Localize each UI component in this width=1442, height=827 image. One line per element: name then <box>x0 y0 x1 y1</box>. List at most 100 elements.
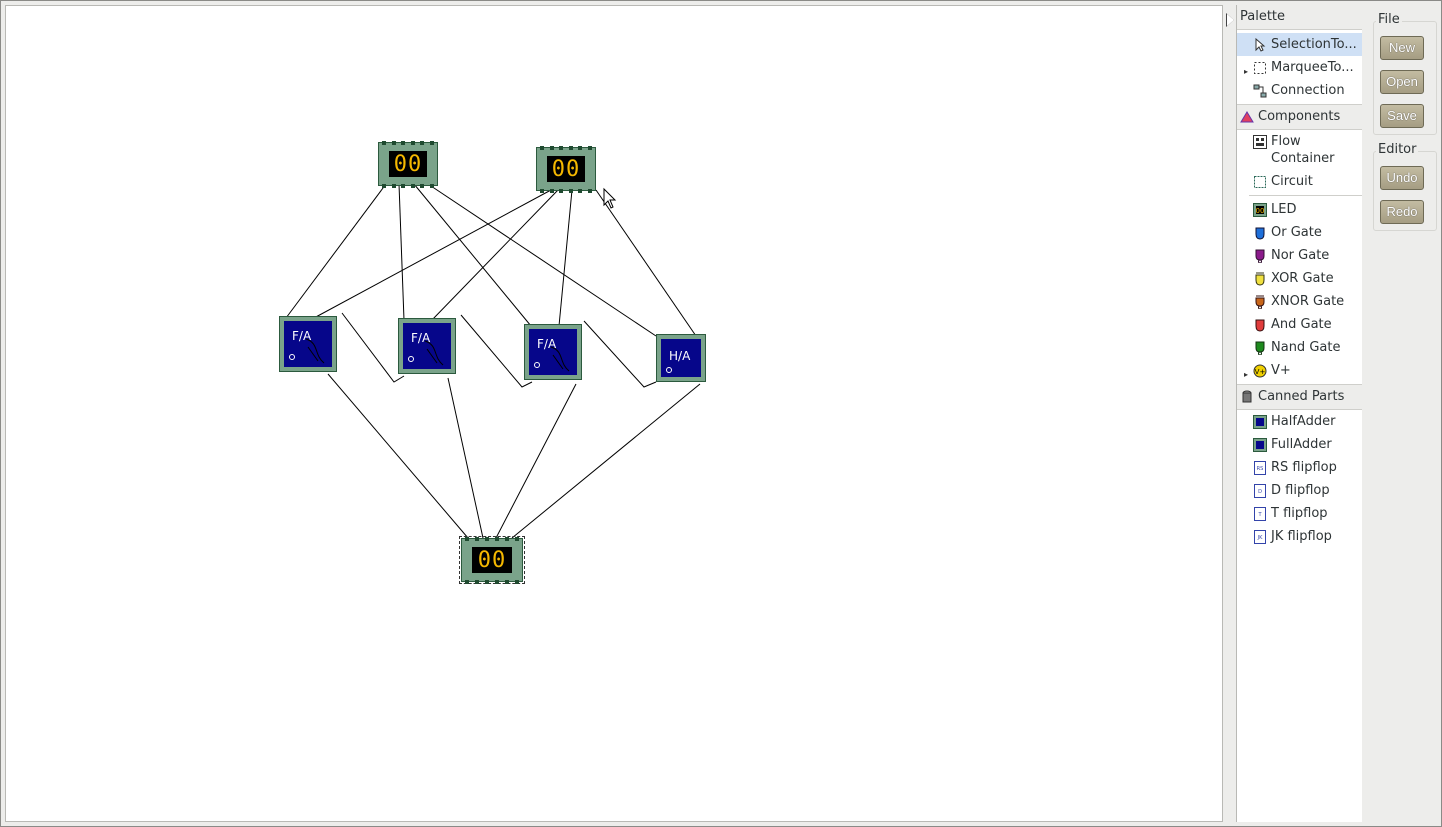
wire <box>427 183 657 337</box>
palette-item-label: Nor Gate <box>1271 248 1330 263</box>
palette-item-label: Circuit <box>1271 174 1313 189</box>
wire <box>398 183 405 321</box>
and-gate-icon <box>1255 319 1265 332</box>
led-bottom[interactable]: 00 <box>459 536 525 584</box>
save-button[interactable]: Save <box>1380 104 1424 128</box>
flow-container-icon <box>1253 135 1267 149</box>
connection-icon <box>1253 84 1267 98</box>
wire <box>583 320 657 388</box>
full-adder-3[interactable]: F/A <box>524 324 582 380</box>
wire <box>341 312 405 383</box>
carry-dot <box>534 362 540 368</box>
wire <box>285 183 387 319</box>
t-flipflop-icon: T <box>1254 507 1266 521</box>
palette-tool-label: MarqueeTo... <box>1271 60 1354 75</box>
palette-item-label: T flipflop <box>1271 506 1328 521</box>
palette-header[interactable]: Palette <box>1237 5 1362 30</box>
xnor-gate-icon <box>1255 295 1265 309</box>
palette-tool-selection[interactable]: SelectionTo... <box>1237 33 1362 56</box>
rs-flipflop-icon: RS <box>1254 461 1266 475</box>
canned-parts-title: Canned Parts <box>1258 389 1345 404</box>
wire <box>511 383 701 539</box>
palette-item-label: And Gate <box>1271 317 1332 332</box>
components-title: Components <box>1258 109 1341 124</box>
expand-arrow-icon[interactable]: ▸ <box>1244 67 1249 76</box>
palette-tool-marquee[interactable]: ▸ MarqueeTo... <box>1237 56 1362 79</box>
full-adder-1[interactable]: F/A <box>279 316 337 372</box>
expand-arrow-icon[interactable]: ▸ <box>1244 370 1249 379</box>
palette-item-label: Nand Gate <box>1271 340 1341 355</box>
full-adder-icon <box>1253 438 1267 452</box>
palette-item-half-adder[interactable]: HalfAdder <box>1237 410 1362 433</box>
palette-item-vplus[interactable]: ▸ V+ V+ <box>1237 359 1362 382</box>
editor-group: Editor Undo Redo <box>1373 142 1437 231</box>
palette-item-label: FullAdder <box>1271 437 1332 452</box>
palette-collapse-toggle[interactable] <box>1225 5 1237 822</box>
components-header[interactable]: Components <box>1237 104 1362 130</box>
wire <box>495 383 577 539</box>
palette-item-or-gate[interactable]: Or Gate <box>1237 221 1362 244</box>
new-button[interactable]: New <box>1380 36 1424 60</box>
separator <box>1249 195 1362 196</box>
half-adder-1[interactable]: H/A <box>656 334 706 382</box>
nor-gate-icon <box>1255 249 1265 263</box>
led-top-right[interactable]: 00 <box>536 146 596 193</box>
or-gate-icon <box>1255 227 1265 240</box>
palette-item-nand-gate[interactable]: Nand Gate <box>1237 336 1362 359</box>
palette-item-nor-gate[interactable]: Nor Gate <box>1237 244 1362 267</box>
arrow-cursor-icon <box>1255 38 1266 52</box>
d-flipflop-icon: D <box>1254 484 1266 498</box>
mouse-cursor-icon <box>603 187 617 209</box>
svg-text:00: 00 <box>1256 207 1265 215</box>
full-adder-2[interactable]: F/A <box>398 318 456 374</box>
palette-tool-connection[interactable]: Connection <box>1237 79 1362 102</box>
marquee-icon <box>1254 62 1266 74</box>
wire <box>447 377 484 539</box>
nand-gate-icon <box>1255 341 1265 355</box>
svg-text:D: D <box>1258 489 1262 495</box>
palette-item-circuit[interactable]: Circuit <box>1237 170 1362 193</box>
adder-label: H/A <box>669 349 691 363</box>
carry-dot <box>289 354 295 360</box>
led-display: 00 <box>389 151 427 177</box>
palette-item-label: XNOR Gate <box>1271 294 1345 309</box>
editor-group-title: Editor <box>1376 142 1419 157</box>
palette-item-and-gate[interactable]: And Gate <box>1237 313 1362 336</box>
palette-item-d-flipflop[interactable]: D D flipflop <box>1237 479 1362 502</box>
file-group-title: File <box>1376 12 1402 27</box>
palette-item-label: D flipflop <box>1271 483 1330 498</box>
palette-tool-label: SelectionTo... <box>1271 37 1357 52</box>
circuit-icon <box>1254 176 1266 188</box>
palette-item-xor-gate[interactable]: XOR Gate <box>1237 267 1362 290</box>
svg-text:JK: JK <box>1257 535 1263 541</box>
palette-item-label: HalfAdder <box>1271 414 1336 429</box>
redo-button[interactable]: Redo <box>1380 200 1424 224</box>
palette-item-led[interactable]: 00 LED <box>1237 198 1362 221</box>
wire <box>558 189 573 327</box>
diagram-canvas[interactable]: 00 00 00 F/A F/A <box>5 5 1223 822</box>
led-top-left[interactable]: 00 <box>378 141 438 188</box>
palette-item-label: JK flipflop <box>1271 529 1332 544</box>
wire <box>595 189 697 337</box>
file-group: File New Open Save <box>1373 12 1437 135</box>
palette-item-label: LED <box>1271 202 1297 217</box>
svg-text:V+: V+ <box>1255 368 1266 376</box>
components-icon <box>1240 111 1254 123</box>
palette-item-t-flipflop[interactable]: T T flipflop <box>1237 502 1362 525</box>
carry-dot <box>666 367 672 373</box>
palette-item-xnor-gate[interactable]: XNOR Gate <box>1237 290 1362 313</box>
palette-item-full-adder[interactable]: FullAdder <box>1237 433 1362 456</box>
palette-item-flow-container[interactable]: Flow Container <box>1237 130 1362 170</box>
open-button[interactable]: Open <box>1380 70 1424 94</box>
canned-parts-header[interactable]: Canned Parts <box>1237 384 1362 410</box>
svg-text:T: T <box>1257 512 1262 518</box>
undo-button[interactable]: Undo <box>1380 166 1424 190</box>
palette-item-rs-flipflop[interactable]: RS RS flipflop <box>1237 456 1362 479</box>
palette-tool-label: Connection <box>1271 83 1345 98</box>
wire <box>413 183 532 327</box>
carry-dot <box>408 356 414 362</box>
vplus-icon: V+ <box>1253 364 1267 378</box>
palette: Palette SelectionTo... ▸ MarqueeTo... Co… <box>1237 5 1362 822</box>
palette-item-jk-flipflop[interactable]: JK JK flipflop <box>1237 525 1362 548</box>
